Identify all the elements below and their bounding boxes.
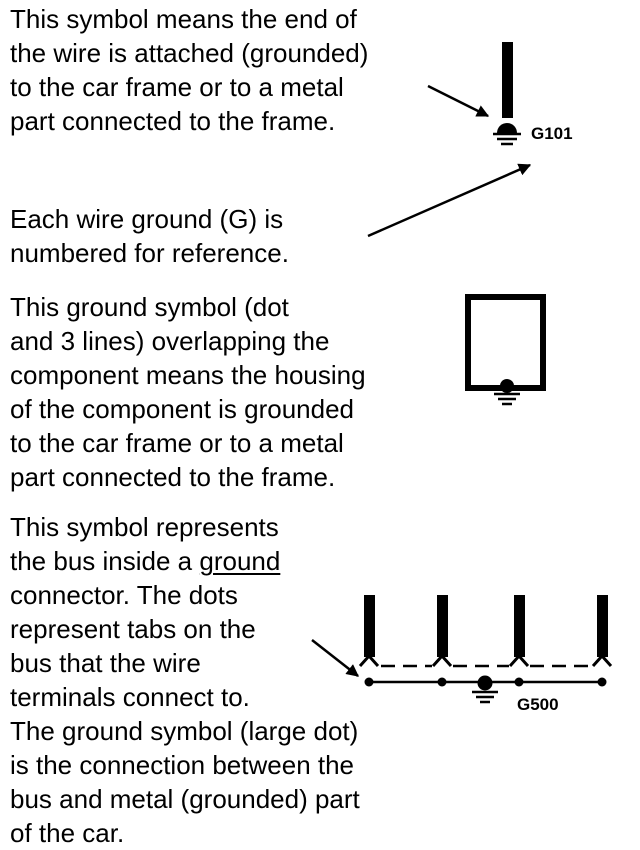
ground-label-g101: G101 [531, 124, 573, 143]
ground-dot-icon [500, 379, 514, 393]
wire-segment [437, 595, 448, 657]
component-housing [465, 294, 546, 391]
text-line: to the car frame or to a metal [10, 72, 344, 102]
text-line: represent tabs on the [10, 614, 256, 644]
text-line: component means the housing [10, 360, 366, 390]
text-line: Each wire ground (G) is [10, 204, 284, 234]
bus-tab [597, 677, 607, 687]
underlined-word: ground [199, 546, 281, 576]
text-line: and 3 lines) overlapping the [10, 326, 330, 356]
text-line: of the component is grounded [10, 394, 355, 424]
text-line: part connected to the frame. [10, 462, 336, 492]
wire-ground-symbol [493, 42, 521, 146]
pointer-arrow [311, 639, 359, 677]
bus-tab [437, 677, 447, 687]
text-line: to the car frame or to a metal [10, 428, 344, 458]
ground-dot-icon [477, 675, 493, 691]
text-line: the wire is attached (grounded) [10, 38, 369, 68]
text-line: The ground symbol (large dot) [10, 716, 359, 746]
text-line: part connected to the frame. [10, 106, 336, 136]
text-line: terminals connect to. [10, 682, 250, 712]
wire-segment [514, 595, 525, 657]
wire-ground-description: This symbol means the end of the wire is… [10, 2, 368, 138]
ground-label-g500: G500 [517, 695, 559, 714]
component-ground-symbol [465, 294, 546, 406]
bus-tab [514, 677, 524, 687]
wire-segment [502, 42, 513, 118]
text-line: of the car. [10, 818, 125, 848]
text-line: bus that the wire [10, 648, 201, 678]
bus-ground-connector-symbol [358, 595, 613, 704]
text-line: This symbol represents [10, 512, 279, 542]
text-line: bus and metal (grounded) part [10, 784, 360, 814]
wire-segment [364, 595, 375, 657]
ground-number-description: Each wire ground (G) is numbered for ref… [10, 202, 289, 270]
text-fragment: the bus inside a [10, 546, 200, 576]
wire-segment [597, 595, 608, 657]
ground-dot-icon [497, 123, 517, 133]
text-line: numbered for reference. [10, 238, 289, 268]
text-line: is the connection between the [10, 750, 355, 780]
text-line: This ground symbol (dot [10, 292, 289, 322]
text-line: the bus inside a ground [10, 544, 360, 578]
component-ground-description: This ground symbol (dot and 3 lines) ove… [10, 290, 366, 494]
text-line: This symbol means the end of [10, 4, 357, 34]
bus-ground-description: This symbol represents the bus inside a … [10, 510, 360, 850]
bus-tab [364, 677, 374, 687]
text-line: connector. The dots [10, 580, 238, 610]
pointer-arrow [367, 163, 532, 238]
pointer-arrow [427, 84, 490, 118]
